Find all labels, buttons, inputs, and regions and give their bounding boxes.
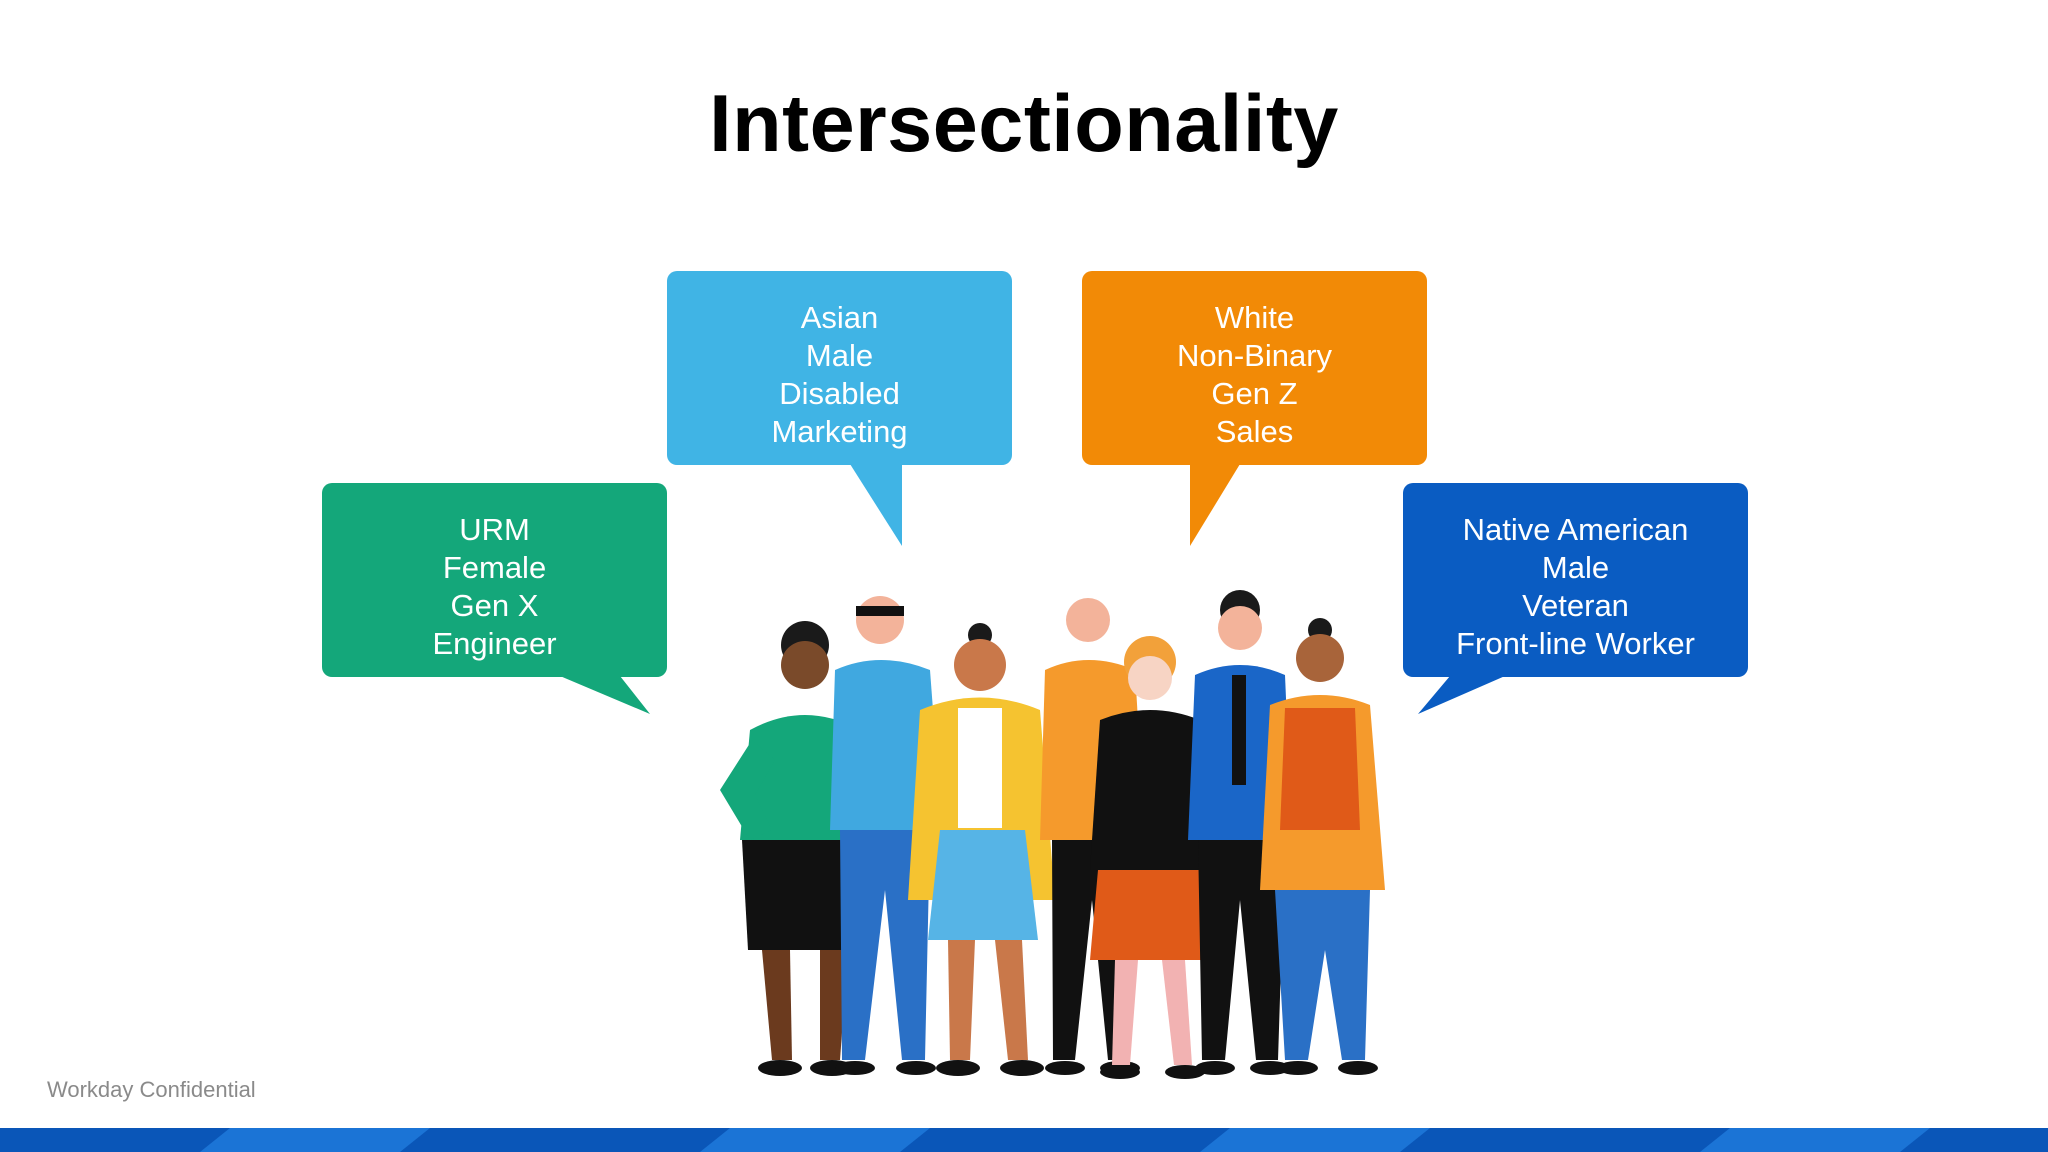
speech-bubble-white: White Non-Binary Gen Z Sales <box>1082 271 1427 465</box>
bubble-line: Veteran <box>1522 588 1629 623</box>
speech-bubble-native-american: Native American Male Veteran Front-line … <box>1403 483 1748 677</box>
bubble-line: Engineer <box>432 626 557 661</box>
bubble-line: URM <box>459 512 530 547</box>
bubble-line: Gen X <box>450 588 539 623</box>
bubble-line: White <box>1214 300 1295 335</box>
tail-orange <box>1190 464 1240 546</box>
tail-green <box>560 676 650 714</box>
bubble-line: Male <box>805 338 874 373</box>
person-orange-vest <box>1260 618 1385 1075</box>
bubble-line: Disabled <box>779 376 900 411</box>
bubble-line: Asian <box>800 300 879 335</box>
bubble-line: Native American <box>1462 512 1689 547</box>
bubble-line: Male <box>1541 550 1610 585</box>
bottom-decorative-band <box>0 1128 2048 1152</box>
speech-bubble-urm: URM Female Gen X Engineer <box>322 483 667 677</box>
bubble-line: Sales <box>1215 414 1294 449</box>
person-yellow-jacket <box>908 623 1055 1076</box>
bubble-line: Front-line Worker <box>1456 626 1695 661</box>
footer-confidential: Workday Confidential <box>47 1077 256 1102</box>
tail-blue <box>1418 676 1505 714</box>
speech-bubble-asian: Asian Male Disabled Marketing <box>667 271 1012 465</box>
bubble-line: Gen Z <box>1211 376 1298 411</box>
tail-cyan <box>850 464 902 546</box>
bubble-line: Marketing <box>771 414 908 449</box>
bubble-line: Non-Binary <box>1176 338 1333 373</box>
slide-title: Intersectionality <box>709 79 1339 169</box>
group-of-people-illustration <box>720 590 1385 1079</box>
bubble-line: Female <box>442 550 547 585</box>
person-blue-shirt <box>830 596 942 1075</box>
person-black-blazer <box>1090 636 1215 1079</box>
